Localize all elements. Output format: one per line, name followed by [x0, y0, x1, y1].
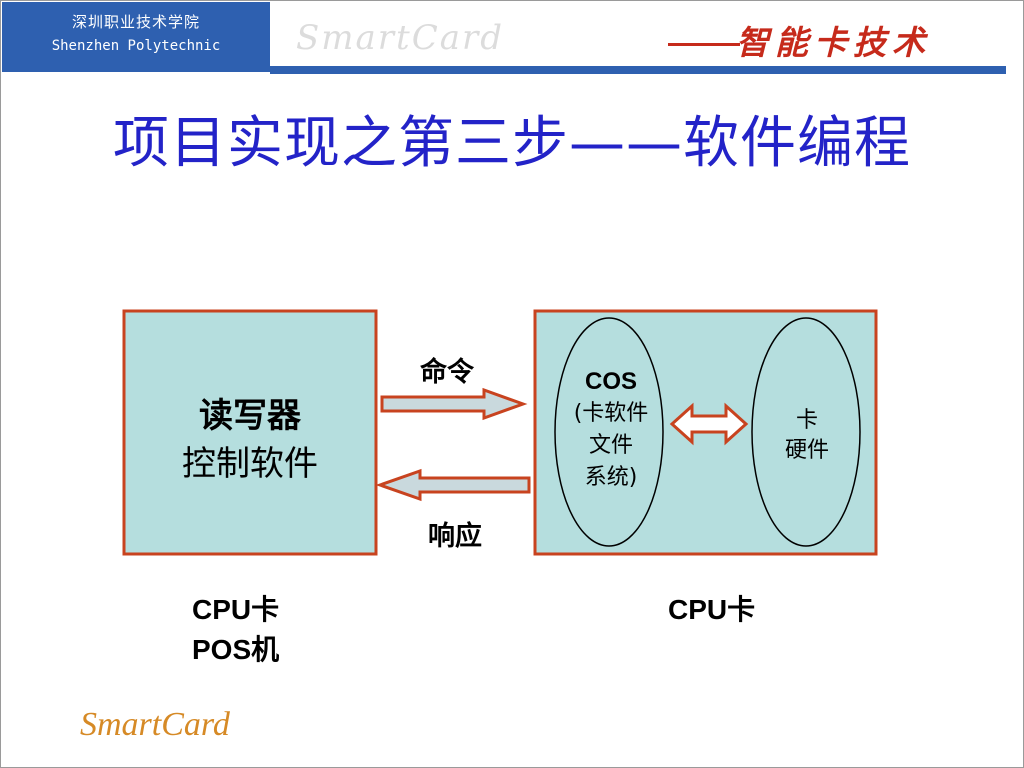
hardware-subtitle: 硬件	[784, 438, 829, 463]
cos-description: (卡软件 文件 系统)	[556, 398, 666, 494]
cos-ellipse	[554, 317, 664, 547]
command-label: 命令	[420, 357, 474, 388]
hardware-ellipse	[751, 317, 861, 547]
bidirectional-arrow	[669, 402, 749, 446]
right-caption: CPU卡	[668, 594, 756, 625]
school-name-en: Shenzhen Polytechnic	[51, 38, 221, 54]
tech-title: 智能卡技术	[736, 23, 931, 62]
response-label: 响应	[428, 521, 482, 552]
page-title: 项目实现之第三步——软件编程	[113, 111, 911, 176]
reader-subtitle: 控制软件	[182, 444, 318, 484]
cos-desc-line: 文件	[588, 433, 633, 458]
school-block: 深圳职业技术学院 Shenzhen Polytechnic	[2, 2, 270, 72]
hardware-title: 卡	[795, 408, 818, 433]
header-underline	[270, 66, 1006, 74]
cos-title: COS	[584, 368, 637, 395]
reader-box	[122, 309, 378, 556]
header-banner: 深圳职业技术学院 Shenzhen Polytechnic SmartCard …	[0, 0, 1024, 78]
tech-title-dash	[668, 43, 740, 46]
left-caption-line2: POS机	[192, 634, 280, 665]
command-arrow	[380, 387, 528, 421]
smartcard-header-logo: SmartCard	[296, 18, 505, 58]
reader-title: 读写器	[199, 396, 301, 436]
cos-desc-line: (卡软件	[573, 401, 649, 426]
cos-desc-line: 系统)	[584, 465, 638, 490]
response-arrow	[375, 468, 531, 502]
smartcard-footer-logo: SmartCard	[80, 706, 230, 743]
left-caption-line1: CPU卡	[192, 594, 280, 625]
school-name-cn: 深圳职业技术学院	[71, 13, 200, 31]
